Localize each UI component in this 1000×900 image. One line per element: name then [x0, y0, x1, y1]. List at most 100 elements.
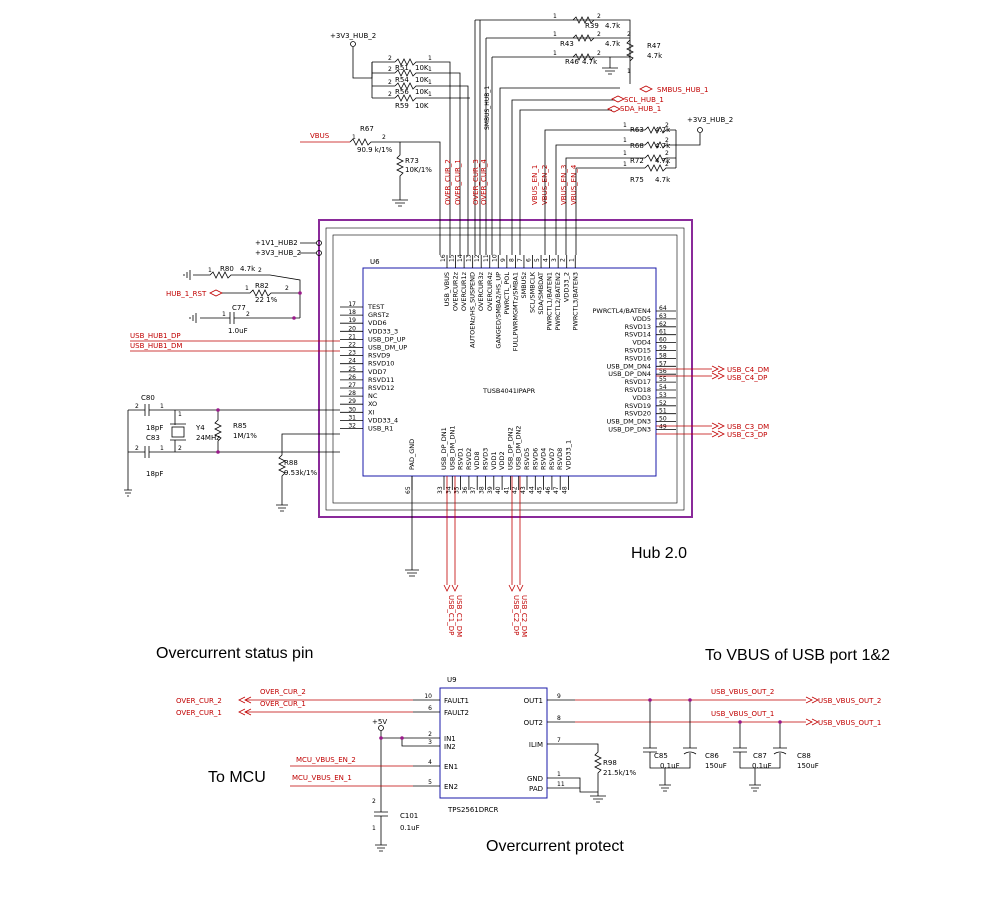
u6-top-pin-name: SMBUSz [520, 271, 528, 298]
u6-right-pin-number: 55 [659, 376, 667, 383]
v3v3-hub2-label-top: +3V3_HUB_2 [330, 32, 376, 40]
u6-top-pin-name: PWRCTL3/BATEN3 [571, 272, 579, 330]
u6-right-pin-number: 63 [659, 313, 667, 320]
u6-right-pin-name: USB_DM_DN3 [607, 418, 651, 426]
svg-text:2: 2 [135, 445, 139, 452]
sda-hub1-label: SDA_HUB_1 [620, 105, 661, 113]
svg-text:2: 2 [372, 798, 376, 805]
overcurrent-protect-annotation: Overcurrent protect [486, 838, 624, 855]
u6-left-pin-number: 26 [348, 374, 356, 381]
u9-block: U9 TPS2561DRCR 10FAULT16FAULT22IN13IN24E… [176, 676, 881, 852]
y4-val: 24MHz [196, 434, 220, 442]
svg-text:2: 2 [388, 66, 392, 73]
r75-val: 4.7k [655, 176, 671, 184]
u6-bottom-pin-number: 35 [454, 486, 461, 494]
u6-top-pin-name: OVERCUR3z [477, 271, 485, 311]
r68-val: 4.7k [655, 142, 671, 150]
svg-text:2: 2 [246, 311, 250, 318]
u6-left-pin-name: USB_DP_UP [368, 335, 406, 343]
r39-val: 4.7k [605, 22, 621, 30]
to-mcu-annotation: To MCU [208, 769, 266, 786]
u6-ref: U6 [370, 258, 380, 266]
over-cur2-label: OVER_CUR_2 [176, 697, 222, 705]
r82-ref: R82 [255, 282, 269, 290]
r63-val: 4.7k [655, 126, 671, 134]
u6-left-pin-name: VDD7 [368, 368, 387, 376]
u6-bottom-pin-number: 39 [487, 486, 494, 494]
u6-right-pin-number: 51 [659, 408, 667, 415]
overcurrent-status-annotation: Overcurrent status pin [156, 645, 313, 662]
c83-val: 18pF [146, 470, 163, 478]
usb-hub1-dp-label: USB_HUB1_DP [130, 332, 181, 340]
top-vertical-net-label: VBUS_EN_4 [570, 164, 578, 205]
u9-right-pin-name: OUT1 [524, 697, 543, 705]
r80-val: 4.7k [240, 265, 256, 273]
c101-ref: C101 [400, 812, 418, 820]
smbus-hub1-label: SMBUS_HUB_1 [657, 86, 709, 94]
over-cur1-label: OVER_CUR_1 [176, 709, 222, 717]
top-vertical-net-label: OVER_CUR_1 [454, 159, 462, 205]
top-vertical-net-label: VBUS_EN_3 [560, 165, 568, 205]
p5v-label: +5V [372, 718, 387, 726]
r80-ref: R80 [220, 265, 234, 273]
svg-text:2: 2 [597, 31, 601, 38]
u6-right-pin-name: RSVD14 [625, 331, 651, 339]
hub-annotation: Hub 2.0 [631, 545, 687, 562]
svg-text:1: 1 [208, 267, 212, 274]
u6-top-pin-name: VDD33_2 [563, 272, 571, 302]
over-cur1-netlabel: OVER_CUR_1 [260, 700, 306, 708]
u6-bottom-pin-name: RSVD6 [531, 448, 539, 470]
u9-right-pin-name: OUT2 [524, 719, 543, 727]
u6-bottom-pin-number: 34 [445, 486, 452, 494]
svg-text:2: 2 [388, 79, 392, 86]
u6-right-pin-name: VDD4 [632, 339, 651, 347]
svg-text:1: 1 [553, 50, 557, 57]
top-vertical-net-label: OVER_CUR_2 [444, 159, 452, 205]
svg-text:2: 2 [665, 137, 669, 144]
r72-val: 4.7k [655, 157, 671, 165]
u6-bottom-pin-number: 43 [520, 486, 527, 494]
svg-text:2: 2 [178, 445, 182, 452]
usb-vbus-out1-netlabel: USB_VBUS_OUT_1 [711, 710, 774, 718]
u6-right-pin-name: RSVD20 [625, 410, 651, 418]
usb-c4-dm-label: USB_C4_DM [727, 366, 769, 374]
usb-c2-dm-label: USB_C2_DM [520, 595, 528, 637]
bottom-nets: USB_C1_DP USB_C1_DM USB_C2_DP USB_C2_DM [405, 476, 528, 637]
u6-right-pin-number: 56 [659, 368, 667, 375]
u6-top-pin-number: 2 [560, 258, 567, 262]
usb-c2-dp-label: USB_C2_DP [512, 595, 520, 635]
top-vertical-net-label: OVER_CUR_4 [480, 159, 488, 205]
u6-left-pin-number: 30 [348, 406, 356, 413]
u6-bottom-pin-name: RSVD2 [465, 448, 473, 470]
mcu-vbus-en1-label: MCU_VBUS_EN_1 [292, 774, 352, 782]
u9-right-pin-number: 11 [557, 781, 565, 788]
u6-left-pin-number: 18 [348, 309, 356, 316]
u6-bottom-pin-number: 41 [503, 486, 510, 494]
u6-left-pin-name: XI [368, 408, 374, 416]
u6-bottom-pin-name: RSVD7 [548, 448, 556, 470]
u6-right-pin-number: 52 [659, 400, 667, 407]
c85-val: 0.1uF [660, 762, 680, 770]
u6-top-pin-number: 5 [534, 258, 541, 262]
svg-text:1: 1 [623, 150, 627, 157]
u6-right-pin-number: 61 [659, 329, 667, 336]
svg-text:1: 1 [627, 68, 631, 75]
u6-top-pin-number: 4 [543, 258, 550, 262]
u6-bottom-pin-number: 38 [479, 486, 486, 494]
u6-bottom-pin-name: VDD33_1 [565, 440, 573, 470]
c86-ref: C86 [705, 752, 719, 760]
u6-left-pin-number: 29 [348, 398, 356, 405]
u6-left-pin-number: 19 [348, 317, 356, 324]
u6-left-pin-name: VDD33_4 [368, 416, 398, 424]
u6-top-pin-number: 1 [568, 258, 575, 262]
u6-top-pin-name: USB_VBUS [443, 272, 451, 306]
c77-val: 1.0uF [228, 327, 248, 335]
u9-left-pin-number: 3 [428, 739, 432, 746]
u9-chip-body [439, 687, 548, 799]
r75-ref: R75 [630, 176, 644, 184]
u6-top-pin-name: PWRCTL1/BATEN1 [546, 272, 554, 330]
r47-ref: R47 [647, 42, 661, 50]
u9-left-pin-number: 2 [428, 731, 432, 738]
